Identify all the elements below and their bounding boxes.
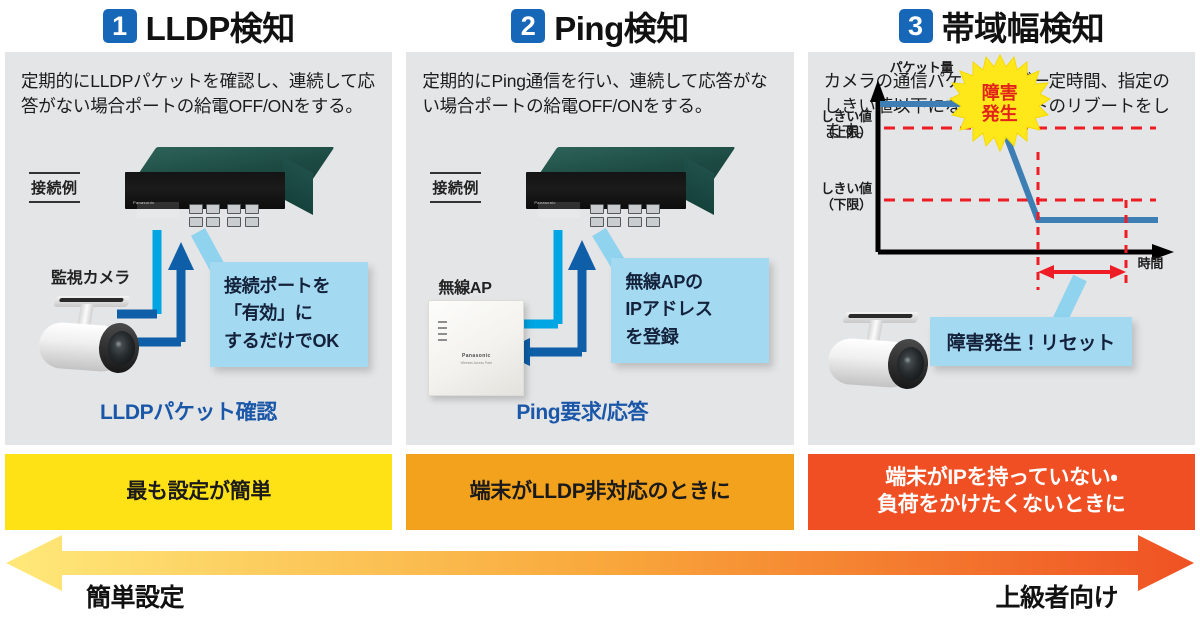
panel-2-callout: 無線APの IPアドレス を登録 bbox=[611, 258, 770, 364]
chart-x-axis-label: 時間 bbox=[1137, 256, 1164, 271]
panel-1-header: 1 LLDP検知 bbox=[5, 0, 392, 52]
panel-2-example-label: 接続例 bbox=[430, 172, 481, 203]
threshold-upper-label: しきい値 （上限） bbox=[820, 109, 872, 141]
panel-3-number-badge: 3 bbox=[898, 9, 933, 43]
panel-3-camera bbox=[814, 306, 950, 410]
comparison-board: 1 LLDP検知 定期的にLLDPパケットを確認し、連続して応答がない場合ポート… bbox=[0, 0, 1200, 530]
panel-1-device-label: 監視カメラ bbox=[51, 270, 131, 287]
panel-1-body: 定期的にLLDPパケットを確認し、連続して応答がない場合ポートの給電OFF/ON… bbox=[5, 52, 393, 445]
panel-2-number-badge: 2 bbox=[511, 9, 546, 43]
panel-ping: 2 Ping検知 定期的にPing通信を行い、連続して応答がない場合ポートの給電… bbox=[406, 0, 794, 530]
panel-2-footer: 端末がLLDP非対応のときに bbox=[406, 454, 794, 530]
panel-1-camera bbox=[25, 290, 161, 394]
panel-bandwidth: 3 帯域幅検知 カメラの通信パケット量が一定時間、指定のしきい値以下になるとポー… bbox=[807, 0, 1195, 530]
panel-1-title: LLDP検知 bbox=[145, 10, 296, 47]
panel-3-body: カメラの通信パケット量が一定時間、指定のしきい値以下になるとポートのリブートをし… bbox=[807, 52, 1195, 445]
bandwidth-chart: パケット量 しきい値 （上限） しきい値 （下限） 時間 障害 発生 bbox=[808, 52, 1195, 352]
panel-lldp: 1 LLDP検知 定期的にLLDPパケットを確認し、連続して応答がない場合ポート… bbox=[5, 0, 393, 530]
panel-2-title: Ping検知 bbox=[554, 10, 689, 47]
panel-1-example-label: 接続例 bbox=[29, 172, 80, 203]
scale-left-label: 簡単設定 bbox=[86, 584, 185, 612]
panel-1-number-badge: 1 bbox=[102, 9, 137, 43]
panel-3-callout: 障害発生！リセット bbox=[929, 317, 1132, 366]
chart-y-axis-label: パケット量 bbox=[889, 60, 954, 75]
burst-label: 障害 発生 bbox=[981, 83, 1018, 124]
panel-3-title: 帯域幅検知 bbox=[941, 10, 1105, 47]
panel-3-footer: 端末がIPを持っていない・ 負荷をかけたくないときに bbox=[807, 454, 1195, 530]
panel-2-switch-device: Panasonic bbox=[526, 147, 736, 227]
panel-2-description: 定期的にPing通信を行い、連続して応答がない場合ポートの給電OFF/ONをする… bbox=[422, 71, 768, 116]
panel-2-device-label: 無線AP bbox=[438, 280, 492, 297]
panel-2-flow-caption: Ping要求/応答 bbox=[516, 401, 649, 424]
panel-1-flow-caption: LLDPパケット確認 bbox=[100, 401, 277, 424]
panel-1-description: 定期的にLLDPパケットを確認し、連続して応答がない場合ポートの給電OFF/ON… bbox=[21, 71, 375, 116]
packet-volume-series bbox=[879, 101, 1158, 223]
threshold-lower-label: しきい値 （下限） bbox=[820, 181, 872, 213]
difficulty-arrow bbox=[6, 535, 1194, 591]
panel-2-body: 定期的にPing通信を行い、連続して応答がない場合ポートの給電OFF/ONをする… bbox=[406, 52, 794, 445]
scale-right-label: 上級者向け bbox=[995, 584, 1118, 612]
fault-burst-marker: 障害 発生 bbox=[948, 53, 1052, 154]
panel-3-callout-leader bbox=[1052, 274, 1087, 324]
burst-star-icon bbox=[948, 53, 1051, 153]
panel-3-header: 3 帯域幅検知 bbox=[808, 0, 1195, 52]
panel-1-switch-device: Panasonic bbox=[125, 147, 335, 227]
difficulty-scale: 簡単設定 上級者向け bbox=[0, 530, 1200, 615]
panel-2-header: 2 Ping検知 bbox=[406, 0, 793, 52]
panel-1-callout: 接続ポートを 「有効」に するだけでOK bbox=[210, 262, 368, 368]
panel-1-footer: 最も設定が簡単 bbox=[5, 454, 393, 530]
panel-2-access-point: Panasonic Wireless Access Point bbox=[428, 300, 525, 396]
bandwidth-chart-svg bbox=[869, 80, 1174, 290]
